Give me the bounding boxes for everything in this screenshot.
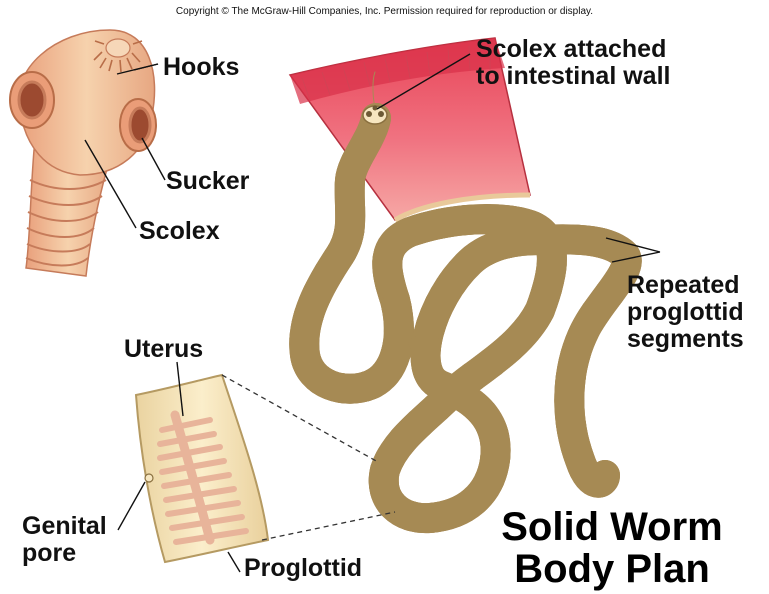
- title-line1: Solid Worm: [452, 506, 769, 548]
- label-uterus: Uterus: [124, 336, 203, 363]
- label-proglottid: Proglottid: [244, 555, 362, 582]
- label-repeated-line3: segments: [627, 326, 744, 353]
- label-scolex-attached-line2: to intestinal wall: [476, 63, 670, 90]
- label-repeated-line2: proglottid: [627, 299, 744, 326]
- label-genital-line1: Genital: [22, 513, 107, 540]
- label-genital-line2: pore: [22, 540, 76, 567]
- label-repeated-line1: Repeated: [627, 272, 740, 299]
- label-sucker: Sucker: [166, 168, 249, 195]
- diagram-title: Solid Worm Body Plan: [452, 506, 769, 590]
- label-scolex: Scolex: [139, 218, 220, 245]
- label-scolex-attached-line1: Scolex attached: [476, 36, 666, 63]
- title-line2: Body Plan: [452, 548, 769, 590]
- label-hooks: Hooks: [163, 54, 239, 81]
